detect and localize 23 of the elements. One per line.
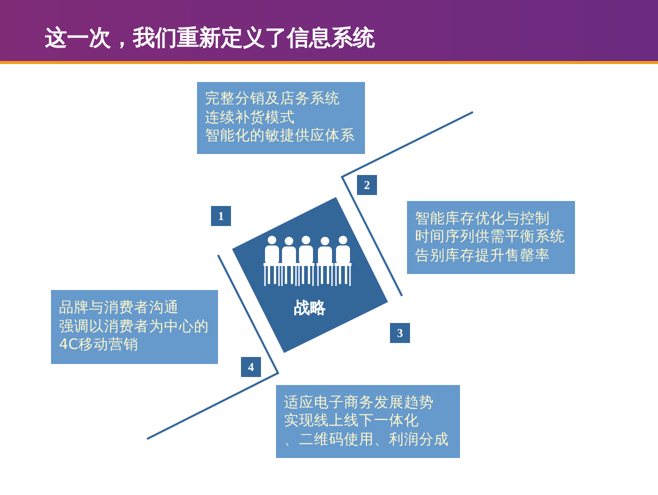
info-text: 实现线上线下一体化: [284, 412, 419, 431]
info-text: 完整分销及店务系统: [205, 90, 340, 109]
info-text: 强调以消费者为中心的: [59, 318, 209, 336]
info-text: 品牌与消费者沟通: [59, 299, 179, 318]
info-text: 适应电子商务发展趋势: [284, 394, 434, 412]
info-text: 、二维码使用、利润分成: [284, 430, 449, 450]
diamond-panel: [232, 197, 388, 353]
callout-number: 3: [390, 323, 410, 343]
info-box: [276, 385, 460, 458]
info-text: 告别库存提升售罄率: [415, 246, 550, 266]
callout-number: 2: [357, 175, 377, 195]
info-text: 4C移动营销: [59, 336, 138, 355]
info-box: [197, 82, 365, 154]
info-box: [407, 201, 575, 274]
info-text: 连续补货模式: [205, 108, 295, 128]
title: 这一次，我们重新定义了信息系统: [45, 25, 375, 53]
info-text: 时间序列供需平衡系统: [415, 228, 565, 247]
info-text: 智能库存优化与控制: [415, 210, 550, 228]
callout-number: 4: [241, 357, 261, 377]
info-text: 智能化的敏捷供应体系: [205, 127, 355, 146]
info-box: [51, 290, 218, 364]
diamond-label: 战略: [294, 298, 326, 318]
callout-number: 1: [211, 206, 231, 226]
